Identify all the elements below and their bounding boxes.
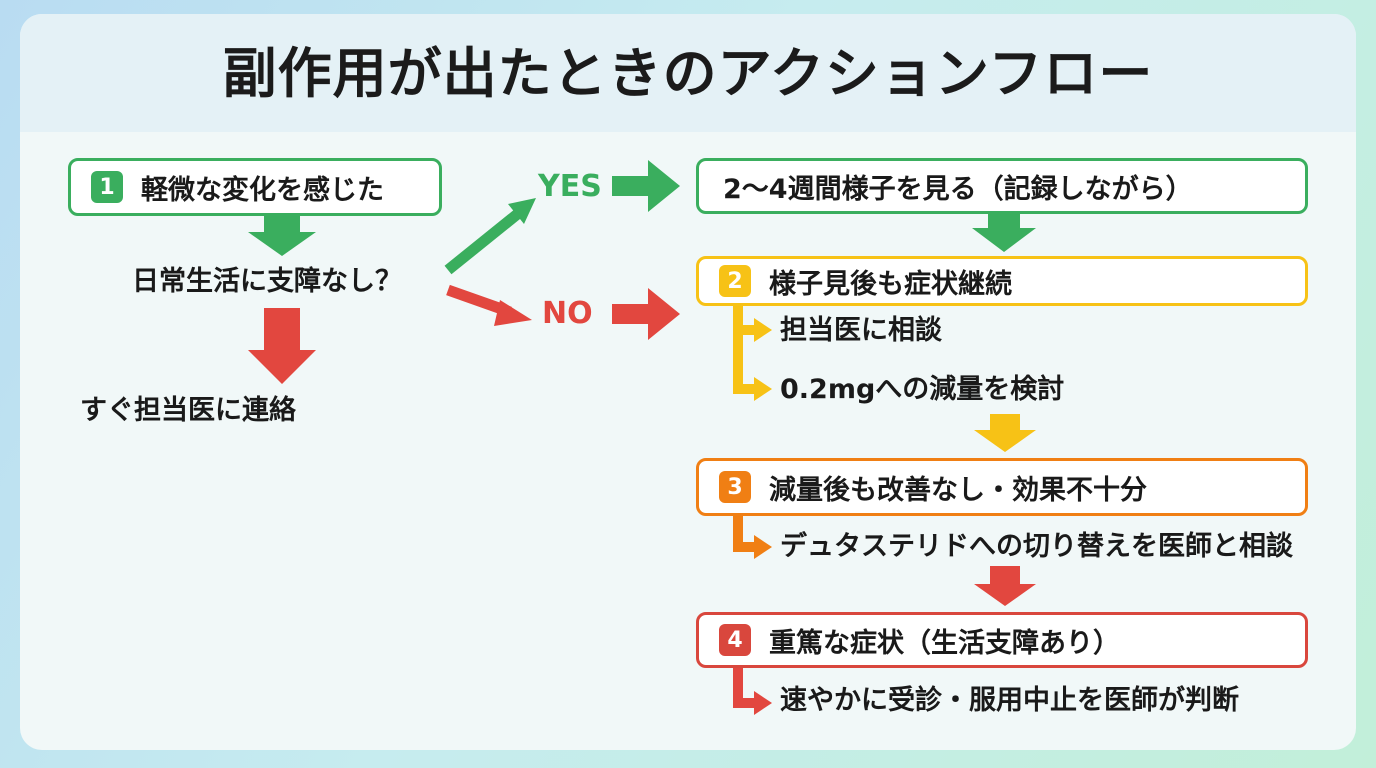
- arrow-down-green-2: [972, 214, 1036, 252]
- watch-label: 2〜4週間様子を見る（記録しながら）: [723, 173, 1193, 205]
- step2-badge: 2: [719, 265, 751, 297]
- question-text: 日常生活に支障なし？: [132, 266, 402, 297]
- step4-box: 4 重篤な症状（生活支障あり）: [696, 612, 1308, 668]
- step1-label: 軽微な変化を感じた: [141, 174, 384, 206]
- arrow-down-red-1: [248, 308, 316, 384]
- step3-box: 3 減量後も改善なし・効果不十分: [696, 458, 1308, 516]
- step4-badge: 4: [719, 624, 751, 656]
- yes-label: YES: [538, 169, 602, 204]
- step2-box: 2 様子見後も症状継続: [696, 256, 1308, 306]
- watch-box: 2〜4週間様子を見る（記録しながら）: [696, 158, 1308, 214]
- step2-action-1: 担当医に相談: [780, 315, 942, 346]
- arrow-yes-diagonal: [444, 198, 536, 275]
- arrow-elbow-yellow: [733, 306, 772, 401]
- page-title: 副作用が出たときのアクションフロー: [222, 42, 1154, 105]
- step1-box: 1 軽微な変化を感じた: [68, 158, 442, 216]
- step2-label: 様子見後も症状継続: [769, 268, 1012, 300]
- arrow-no-diagonal: [446, 284, 532, 326]
- arrow-elbow-orange: [733, 516, 772, 559]
- flow-card: 副作用が出たときのアクションフロー: [20, 14, 1356, 750]
- step2-action-2: 0.2mgへの減量を検討: [780, 374, 1065, 405]
- arrow-down-green-1: [248, 216, 316, 256]
- arrow-down-red-2: [974, 566, 1036, 606]
- no-label: NO: [542, 296, 593, 331]
- step1-badge: 1: [91, 171, 123, 203]
- step3-badge: 3: [719, 471, 751, 503]
- arrow-elbow-red: [733, 668, 772, 715]
- arrow-right-no: [612, 288, 680, 340]
- step4-label: 重篤な症状（生活支障あり）: [769, 627, 1120, 659]
- header-band: [20, 14, 1356, 132]
- arrow-right-yes: [612, 160, 680, 212]
- step3-label: 減量後も改善なし・効果不十分: [769, 474, 1147, 506]
- no-direct-text: すぐ担当医に連絡: [80, 395, 296, 426]
- step3-action-1: デュタステリドへの切り替えを医師と相談: [780, 531, 1293, 562]
- step4-action-1: 速やかに受診・服用中止を医師が判断: [780, 685, 1239, 716]
- arrow-down-yellow: [974, 414, 1036, 452]
